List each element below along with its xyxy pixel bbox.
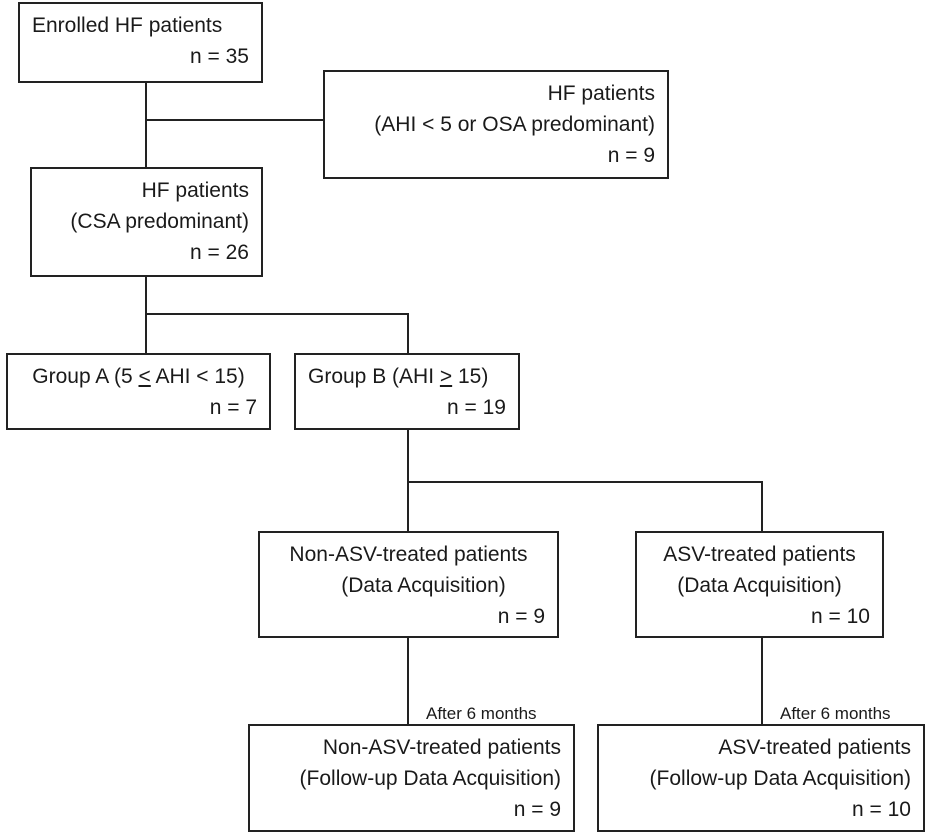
non-asv-count: n = 9 bbox=[497, 605, 545, 628]
group-b-suffix: 15) bbox=[452, 365, 489, 388]
group-b-prefix: Group B (AHI bbox=[308, 365, 440, 388]
asv-box: ASV-treated patients (Data Acquisition) … bbox=[635, 531, 884, 638]
non-asv-followup-count: n = 9 bbox=[513, 798, 561, 821]
group-a-prefix: Group A (5 bbox=[32, 365, 139, 388]
group-b-box: Group B (AHI > 15) n = 19 bbox=[294, 353, 520, 430]
asv-followup-subtitle: (Follow-up Data Acquisition) bbox=[649, 767, 911, 790]
asv-subtitle: (Data Acquisition) bbox=[677, 574, 842, 597]
excluded-title: HF patients bbox=[547, 82, 655, 105]
connector-non-asv-followup bbox=[407, 637, 409, 725]
group-b-label: Group B (AHI > 15) bbox=[308, 361, 506, 392]
group-b-ge-sign: > bbox=[439, 365, 453, 388]
excluded-count: n = 9 bbox=[607, 144, 655, 167]
group-a-label: Group A (5 < AHI < 15) bbox=[20, 361, 257, 392]
csa-box: HF patients (CSA predominant) n = 26 bbox=[30, 167, 263, 277]
after-6-months-right: After 6 months bbox=[780, 704, 891, 723]
after-6-months-left: After 6 months bbox=[426, 704, 537, 723]
group-b-count: n = 19 bbox=[447, 396, 506, 419]
asv-title: ASV-treated patients bbox=[663, 543, 856, 566]
asv-followup-box: ASV-treated patients (Follow-up Data Acq… bbox=[597, 724, 925, 832]
non-asv-box: Non-ASV-treated patients (Data Acquisiti… bbox=[258, 531, 559, 638]
csa-count: n = 26 bbox=[190, 241, 249, 264]
non-asv-followup-box: Non-ASV-treated patients (Follow-up Data… bbox=[248, 724, 575, 832]
excluded-box: HF patients (AHI < 5 or OSA predominant)… bbox=[323, 70, 669, 179]
csa-subtitle: (CSA predominant) bbox=[70, 210, 249, 233]
group-a-le-sign: < bbox=[138, 365, 151, 388]
connector-to-group-b bbox=[407, 313, 409, 354]
connector-to-excluded bbox=[145, 119, 324, 121]
connector-to-asv bbox=[761, 481, 763, 532]
connector-split-treatment bbox=[407, 481, 763, 483]
group-a-count: n = 7 bbox=[209, 396, 257, 419]
group-a-box: Group A (5 < AHI < 15) n = 7 bbox=[6, 353, 271, 430]
connector-csa-down bbox=[145, 276, 147, 314]
non-asv-followup-title: Non-ASV-treated patients bbox=[322, 736, 561, 759]
connector-enrolled-down bbox=[145, 82, 147, 168]
connector-split-groups bbox=[145, 313, 409, 315]
enrolled-title: Enrolled HF patients bbox=[32, 14, 223, 37]
csa-title: HF patients bbox=[141, 179, 249, 202]
asv-followup-title: ASV-treated patients bbox=[718, 736, 911, 759]
non-asv-title: Non-ASV-treated patients bbox=[289, 543, 528, 566]
enrolled-count: n = 35 bbox=[190, 45, 249, 68]
asv-count: n = 10 bbox=[811, 605, 870, 628]
connector-to-group-a bbox=[145, 313, 147, 354]
group-a-suffix: AHI < 15) bbox=[150, 365, 245, 388]
excluded-subtitle: (AHI < 5 or OSA predominant) bbox=[374, 113, 655, 136]
enrolled-box: Enrolled HF patients n = 35 bbox=[18, 2, 263, 83]
connector-asv-followup bbox=[761, 637, 763, 725]
non-asv-followup-subtitle: (Follow-up Data Acquisition) bbox=[299, 767, 561, 790]
connector-group-b-down bbox=[407, 429, 409, 532]
asv-followup-count: n = 10 bbox=[852, 798, 911, 821]
non-asv-subtitle: (Data Acquisition) bbox=[341, 574, 506, 597]
